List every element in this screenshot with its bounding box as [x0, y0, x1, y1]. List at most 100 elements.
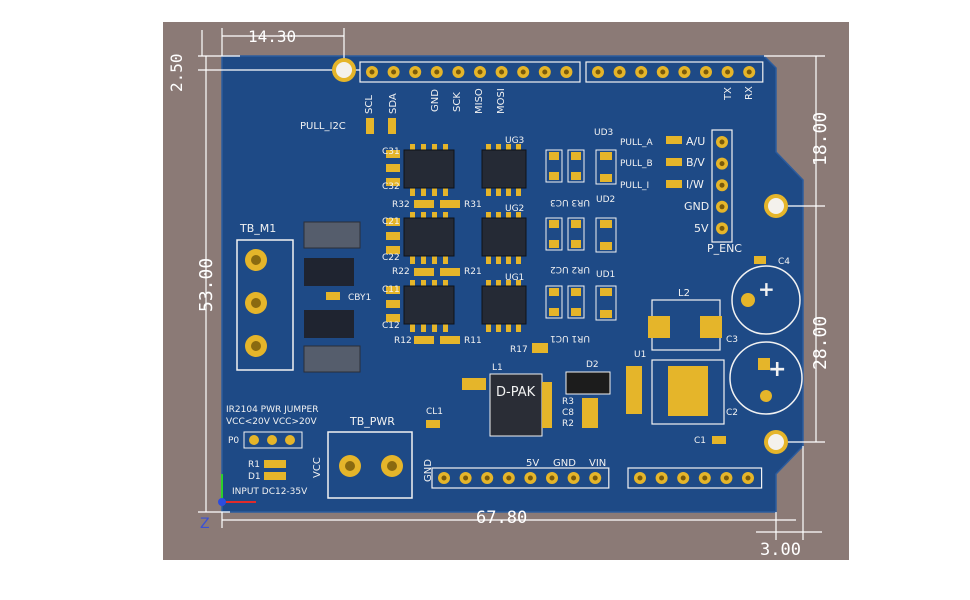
label-pull-i2c: PULL_I2C [300, 121, 346, 132]
capacitor-pad [386, 150, 400, 158]
label-tx: TX [723, 87, 734, 101]
label-i-w: I/W [686, 178, 704, 191]
svg-text:+: + [758, 277, 775, 301]
label-tb-pwr: TB_PWR [349, 415, 395, 428]
component-chip-left-1 [304, 258, 354, 286]
header-p-enc [711, 129, 733, 243]
label-a-u: A/U [686, 135, 705, 148]
pcb-board [221, 55, 804, 513]
axis-gizmo: Z [200, 474, 256, 532]
label-tb-m1: TB_M1 [239, 222, 276, 235]
label-c22: C22 [382, 253, 400, 263]
label-vcc-jumper: VCC<20V VCC>20V [226, 417, 317, 427]
regulator-u1 [651, 359, 725, 425]
resistor-pad [414, 268, 434, 276]
capacitor-pad [386, 178, 400, 186]
capacitor-pad [386, 286, 400, 294]
header-outline [585, 61, 764, 83]
dim-left-offset: 2.50 [167, 53, 186, 92]
header-top-right [585, 61, 764, 83]
label-ug3: UG3 [505, 136, 524, 146]
label-gnd: GND [430, 89, 441, 112]
dim-top-offset: 14.30 [248, 27, 296, 46]
label-r12: R12 [394, 336, 412, 346]
component-chip-left-2 [304, 310, 354, 338]
capacitor-pad [386, 232, 400, 240]
channel-labels: C31 C32 C21 C22 C11 C12 R32 R31 R22 R21 … [382, 128, 615, 346]
terminal-block-tb-m1 [236, 239, 294, 371]
label-c21: C21 [382, 217, 400, 227]
label-cl1: CL1 [426, 407, 443, 417]
axis-z-label: Z [200, 516, 210, 532]
resistor-pad [440, 200, 460, 208]
header-outline [431, 467, 610, 489]
label-r1: R1 [248, 460, 260, 470]
label-ud1: UD1 [596, 270, 615, 280]
label-c11: C11 [382, 285, 400, 295]
label-c8: C8 [562, 408, 574, 418]
capacitor-c2 [729, 341, 803, 415]
label-miso: MISO [474, 88, 485, 114]
label-c1: C1 [694, 436, 706, 446]
diode-outline [595, 149, 617, 185]
dpak-package [489, 373, 543, 437]
label-c32: C32 [382, 182, 400, 192]
label-r11: R11 [464, 336, 482, 346]
resistor-pad [414, 336, 434, 344]
dim-height: 53.00 [196, 258, 217, 312]
resistor-pad [440, 336, 460, 344]
dim-width: 67.80 [476, 508, 527, 528]
label-c12: C12 [382, 321, 400, 331]
label-p0: P0 [228, 436, 239, 446]
header-outline [359, 61, 581, 83]
label-l2: L2 [678, 288, 690, 299]
dim-right-mid: 28.00 [810, 316, 831, 370]
r3-c8-r2-labels: R3 C8 R2 [562, 397, 574, 429]
label-p-enc: P_ENC [707, 242, 742, 255]
label-r21: R21 [464, 267, 482, 277]
label-pull-i: PULL_I [620, 181, 649, 191]
label-ud2: UD2 [596, 195, 615, 205]
label-gnd-bottom-2: GND [553, 458, 576, 469]
label-c2: C2 [726, 408, 738, 418]
label-ug2: UG2 [505, 204, 524, 214]
resistor-pad [440, 268, 460, 276]
label-ug1: UG1 [505, 273, 524, 283]
capacitor-pad [386, 314, 400, 322]
label-sck: SCK [452, 92, 463, 112]
jumper-p0 [243, 431, 303, 449]
label-c3: C3 [726, 335, 738, 345]
header-bottom-right [627, 467, 763, 489]
label-cby1: CBY1 [348, 293, 371, 303]
label-ur1-uc1: UR1 UC1 [550, 333, 590, 343]
label-gnd-enc: GND [684, 200, 709, 213]
label-c4: C4 [778, 257, 790, 267]
pull-labels: PULL_A PULL_B PULL_I [620, 138, 654, 191]
diode-d2 [565, 371, 611, 395]
jumper-area: IR2104 PWR JUMPER VCC<20V VCC>20V P0 R1 … [226, 405, 319, 497]
capacitor-pad [386, 218, 400, 226]
label-scl: SCL [364, 95, 375, 114]
dimension-right: 18.00 28.00 [764, 55, 831, 443]
dim-right-top: 18.00 [810, 112, 831, 166]
label-r22: R22 [392, 267, 410, 277]
capacitor-pad [386, 246, 400, 254]
component-capacitor-large [303, 345, 361, 373]
label-b-v: B/V [686, 156, 705, 169]
header-outline [711, 129, 733, 243]
header-bottom-left [431, 467, 610, 489]
label-sda: SDA [388, 93, 399, 114]
label-d-pak: D-PAK [496, 385, 536, 400]
label-u1: U1 [634, 350, 646, 360]
label-ir2104: IR2104 PWR JUMPER [226, 405, 319, 415]
label-r17: R17 [510, 345, 528, 355]
capacitor-pad [386, 300, 400, 308]
gate-chip [481, 285, 527, 325]
component-inductor [303, 221, 361, 249]
pull-resistor [666, 136, 682, 144]
driver-chip [403, 149, 455, 189]
label-rx: RX [744, 86, 755, 100]
label-pull-a: PULL_A [620, 138, 654, 148]
label-d2: D2 [586, 360, 599, 370]
